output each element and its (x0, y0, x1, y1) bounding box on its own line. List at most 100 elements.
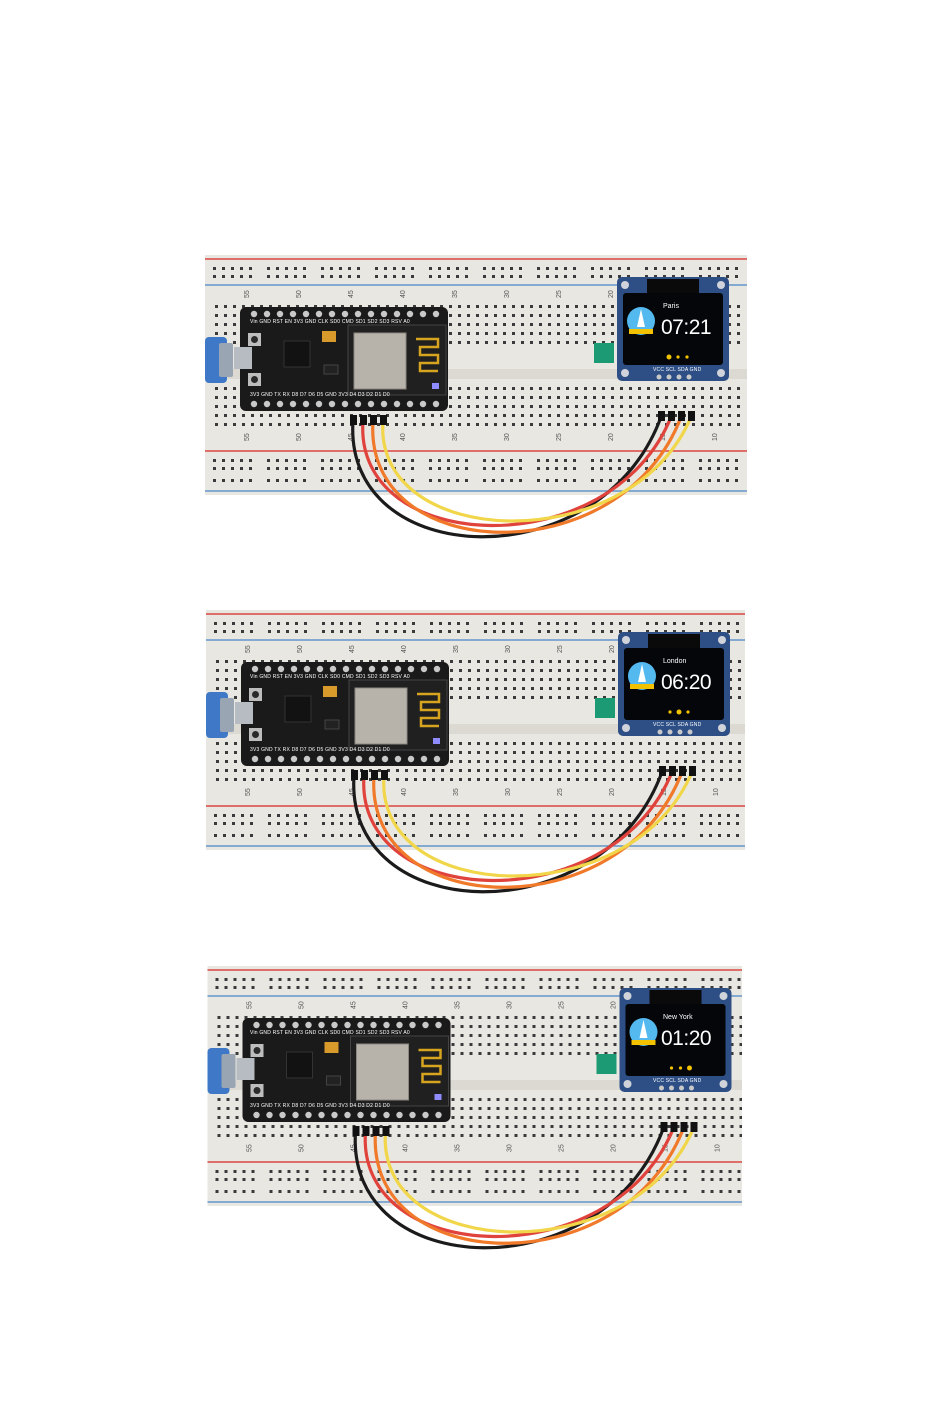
column-number: 40 (403, 1001, 410, 1009)
oled-ribbon (648, 634, 700, 648)
header-pin (409, 1021, 416, 1029)
wire-connector (372, 1126, 380, 1136)
header-pin (302, 400, 310, 408)
header-pin (396, 1111, 403, 1119)
header-pin (394, 755, 402, 763)
green-component (594, 343, 614, 363)
mount-hole (622, 724, 630, 732)
board-bottom-pin-labels: 3V3 GND TX RX D8 D7 D6 D5 GND 3V3 D4 D3 … (250, 747, 390, 753)
breadboard-channel (207, 1080, 742, 1090)
capacitor (324, 1042, 339, 1053)
header-pin (357, 1111, 364, 1119)
jumper-wire (363, 1126, 676, 1239)
green-component (596, 1054, 617, 1074)
column-number: 55 (245, 645, 252, 653)
jumper-wires (352, 770, 694, 894)
column-number: 50 (299, 1001, 306, 1009)
column-number: 40 (400, 433, 407, 441)
column-number: 35 (453, 645, 460, 653)
oled-pin-labels: VCC SCL SDA GND (653, 1078, 702, 1084)
column-number: 45 (348, 290, 355, 298)
header-pin (315, 310, 323, 318)
micro-usb-port (235, 702, 253, 724)
jumper-wire (372, 770, 684, 889)
board-bottom-pin-labels: 3V3 GND TX RX D8 D7 D6 D5 GND 3V3 D4 D3 … (250, 1103, 390, 1109)
header-pin (354, 400, 362, 408)
wire-connector (380, 415, 387, 425)
wire-connector (360, 415, 367, 425)
header-pin (276, 310, 284, 318)
header-pin (279, 1111, 286, 1119)
header-pin (420, 755, 428, 763)
header-pin (406, 310, 414, 318)
header-pin (251, 665, 259, 673)
header-pin (435, 1111, 442, 1119)
header-pin (266, 1111, 273, 1119)
column-number: 25 (559, 1001, 566, 1009)
column-number: 30 (507, 1001, 514, 1009)
header-pin (263, 400, 271, 408)
column-number: 55 (244, 433, 251, 441)
header-pin (383, 1021, 390, 1029)
header-pin (381, 755, 389, 763)
usb-connector (219, 343, 233, 377)
column-number: 40 (401, 645, 408, 653)
wire-connector (370, 415, 377, 425)
column-number: 20 (609, 788, 616, 796)
column-number: 50 (297, 788, 304, 796)
board-top-pin-labels: Vin GND RST EN 3V3 GND CLK SD0 CMD SD1 S… (250, 1030, 410, 1036)
landmark-icon (639, 1020, 648, 1038)
header-pin (357, 1021, 364, 1029)
breadboard-channel (205, 369, 747, 379)
header-pin (420, 665, 428, 673)
mount-hole (718, 724, 726, 732)
column-number: 20 (609, 645, 616, 653)
mount-hole (623, 1080, 632, 1088)
column-number: 50 (297, 645, 304, 653)
oled-pin (656, 374, 662, 380)
wire-connector (668, 411, 675, 421)
board-top-pin-labels: Vin GND RST EN 3V3 GND CLK SD0 CMD SD1 S… (250, 319, 410, 325)
column-number: 15 (661, 788, 668, 796)
oled-ribbon (647, 279, 699, 293)
header-pin (290, 755, 298, 763)
flash-button-cap (251, 336, 258, 343)
header-pin (341, 400, 349, 408)
header-pin (305, 1021, 312, 1029)
column-number: 50 (296, 290, 303, 298)
esp-shield (353, 332, 407, 390)
header-pin (355, 665, 363, 673)
header-pin (432, 310, 440, 318)
icon-base (631, 1040, 656, 1045)
header-pin (407, 665, 415, 673)
header-pin (368, 665, 376, 673)
page-indicator-dot (666, 354, 672, 360)
header-pin (331, 1021, 338, 1029)
jumper-wire (361, 415, 673, 528)
wire-connector (679, 766, 686, 776)
jumper-wire (383, 1126, 696, 1234)
header-pin (342, 665, 350, 673)
mount-hole (717, 369, 725, 377)
wire-connector (381, 770, 388, 780)
oled-city-name: Paris (663, 303, 679, 310)
mount-hole (622, 636, 630, 644)
usb-connector (221, 1054, 236, 1088)
landmark-icon (637, 309, 645, 327)
mount-hole (717, 281, 725, 289)
antenna-trace (417, 692, 441, 728)
mount-hole (719, 992, 728, 1000)
breadboard-channel (206, 724, 745, 734)
mount-hole (719, 1080, 728, 1088)
column-number: 40 (403, 1144, 410, 1152)
column-number: 35 (452, 433, 459, 441)
mount-hole (623, 992, 632, 1000)
wire-connector (690, 1122, 698, 1132)
capacitor (322, 331, 336, 342)
capacitor (323, 686, 337, 697)
header-pin (355, 755, 363, 763)
oled-city-name: New York (663, 1014, 693, 1021)
header-pin (277, 665, 285, 673)
column-number: 20 (611, 1001, 618, 1009)
header-pin (422, 1021, 429, 1029)
